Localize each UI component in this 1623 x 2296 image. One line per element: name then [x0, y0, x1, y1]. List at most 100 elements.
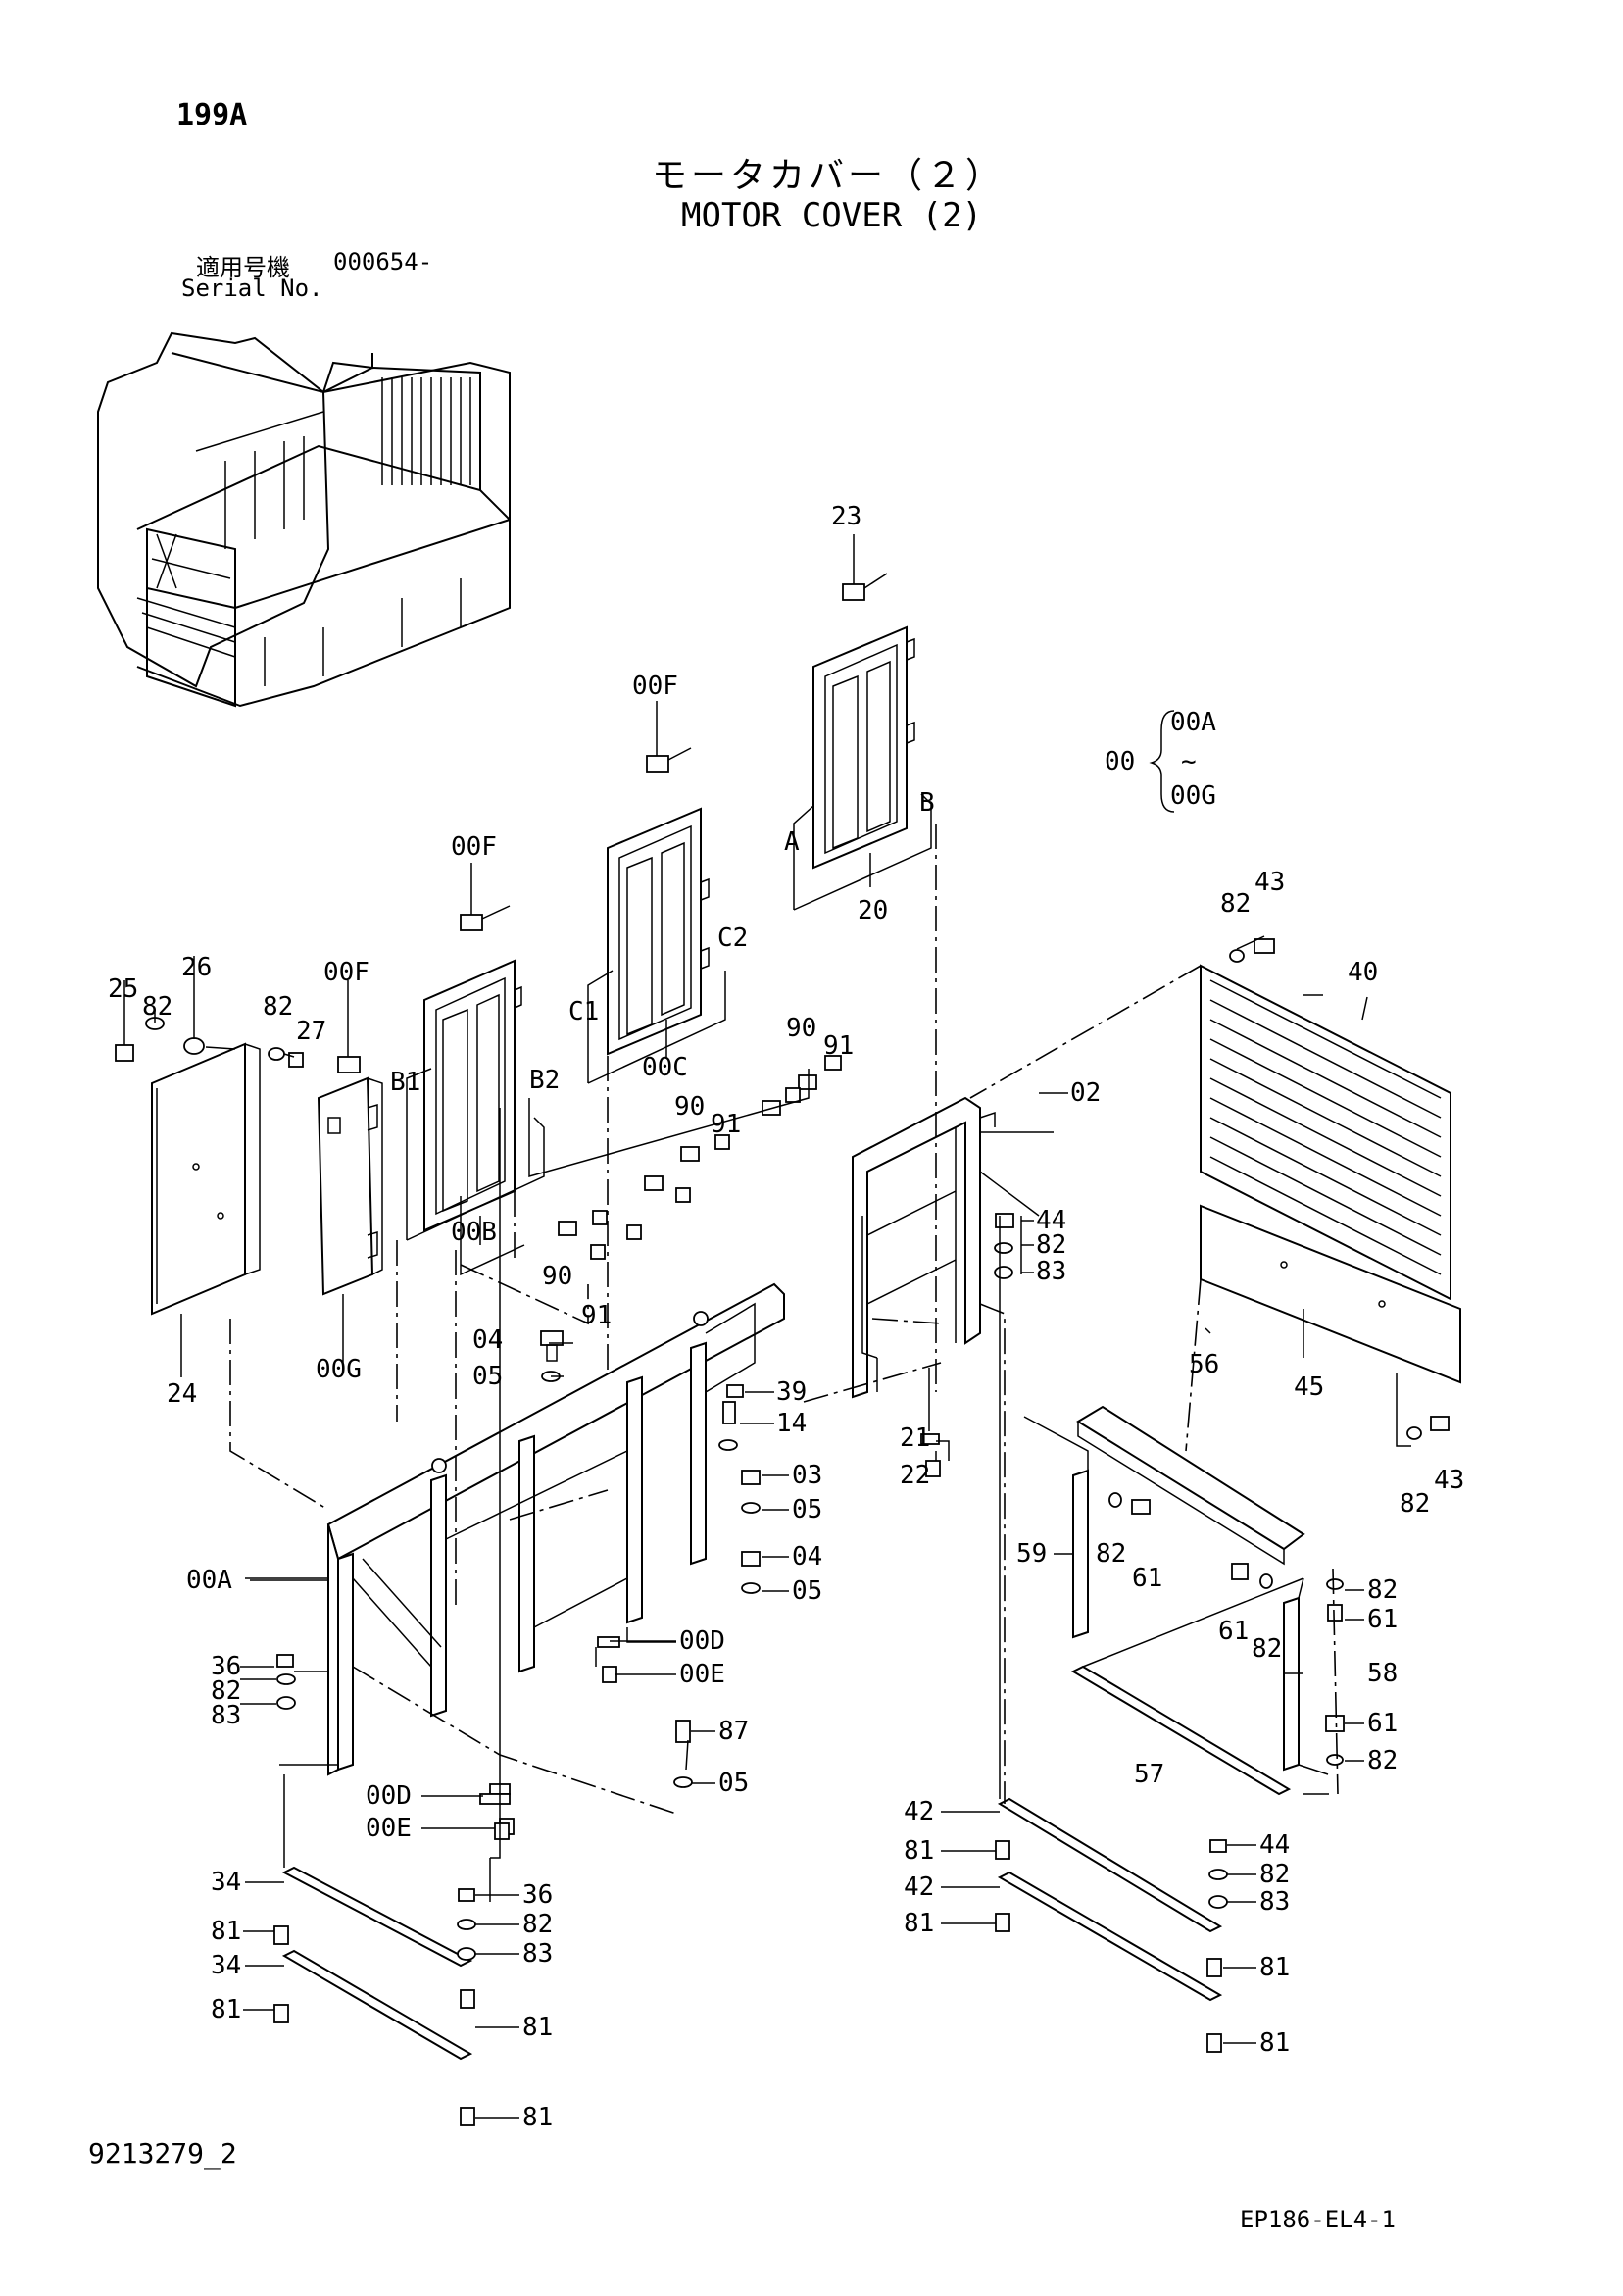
title-english: MOTOR COVER (2) [681, 196, 983, 235]
callout-05-c: 05 [792, 1576, 822, 1606]
callout-B2: B2 [529, 1066, 560, 1095]
ep-code: EP186-EL4-1 [1240, 2206, 1396, 2233]
callout-02: 02 [1070, 1078, 1101, 1108]
callout-91-c: 91 [581, 1301, 612, 1330]
callout-82-h: 82 [1096, 1539, 1126, 1569]
callout-00F-left: 00F [323, 958, 369, 987]
callout-81-a: 81 [211, 1917, 241, 1946]
callout-82-l: 82 [1259, 1860, 1290, 1889]
bar-34-lower [281, 1949, 473, 2061]
callout-21: 21 [900, 1423, 930, 1453]
callout-81-b: 81 [211, 1995, 241, 2024]
callout-leaders [240, 996, 1368, 2119]
callout-25: 25 [108, 974, 138, 1004]
callout-00F-mid: 00F [451, 832, 497, 862]
callout-82-c: 82 [1036, 1230, 1066, 1260]
side-panel-24 [151, 1042, 261, 1316]
frame-02 [852, 1096, 996, 1399]
callout-82-f: 82 [211, 1676, 241, 1706]
serial-label-japanese: 適用号機 [196, 254, 290, 281]
callout-90-a: 90 [786, 1014, 816, 1043]
serial-label-english: Serial No. [181, 275, 323, 302]
callout-00D-b: 00D [366, 1781, 412, 1811]
callout-34-b: 34 [211, 1951, 241, 1980]
serial-number-value: 000654- [333, 248, 433, 275]
grille-40 [1200, 964, 1451, 1301]
callout-82-d: 82 [1220, 889, 1251, 919]
callout-83-a: 83 [1036, 1257, 1066, 1286]
callout-26: 26 [181, 953, 212, 982]
callout-90-b: 90 [674, 1092, 705, 1122]
callout-00E-a: 00E [679, 1660, 725, 1689]
callout-42-b: 42 [904, 1872, 934, 1902]
document-id: 9213279_2 [88, 2137, 237, 2170]
door-panel-00C [607, 807, 710, 1056]
callout-82-b: 82 [263, 992, 293, 1022]
callout-A: A [784, 827, 800, 857]
callout-27: 27 [296, 1017, 326, 1046]
callout-58: 58 [1367, 1659, 1398, 1688]
callout-22: 22 [900, 1461, 930, 1490]
machine-overview-sketch [97, 331, 511, 708]
callout-36-b: 36 [522, 1880, 553, 1910]
callout-05-b: 05 [792, 1495, 822, 1524]
callout-04-b: 04 [792, 1542, 822, 1572]
callout-82-k: 82 [1367, 1746, 1398, 1775]
bar-57 [1070, 1665, 1292, 1796]
callout-24: 24 [167, 1379, 197, 1409]
callout-61-b: 61 [1218, 1617, 1249, 1646]
bracket-45 [1200, 1204, 1461, 1384]
callout-05-a: 05 [472, 1362, 503, 1391]
callout-81-e: 81 [904, 1836, 934, 1866]
callout-C1: C1 [568, 997, 599, 1026]
stay-58 [1283, 1596, 1300, 1772]
callout-87: 87 [718, 1717, 749, 1746]
assembly-label-00: 00 [1105, 747, 1135, 776]
callout-83-d: 83 [1259, 1887, 1290, 1917]
callout-00G: 00G [316, 1355, 362, 1384]
callout-40: 40 [1348, 958, 1378, 987]
callout-81-g: 81 [1259, 1953, 1290, 1982]
callout-14: 14 [776, 1409, 807, 1438]
phantom-lines [229, 824, 1339, 1815]
callout-45: 45 [1294, 1373, 1324, 1402]
bar-34-upper [281, 1866, 473, 1968]
callout-61-d: 61 [1367, 1709, 1398, 1738]
callout-81-c: 81 [522, 2013, 553, 2042]
callout-labels: 23 00F 00F 00F 20 A B C1 C2 00C B1 B2 00… [108, 502, 1464, 2132]
callout-57: 57 [1134, 1760, 1164, 1789]
callout-91-a: 91 [823, 1031, 854, 1061]
callout-91-b: 91 [711, 1110, 741, 1139]
callout-61-a: 61 [1132, 1564, 1162, 1593]
callout-82-j: 82 [1367, 1575, 1398, 1605]
callout-83-b: 83 [211, 1701, 241, 1730]
callout-90-c: 90 [542, 1262, 572, 1291]
door-panel-00B [423, 959, 522, 1232]
title-japanese: モータカバー（２） [652, 156, 1006, 196]
callout-82-g: 82 [522, 1910, 553, 1939]
callout-04-a: 04 [472, 1325, 503, 1355]
callout-81-f: 81 [904, 1909, 934, 1938]
main-frame-00A [326, 1282, 785, 1776]
assembly-label-00A: 00A [1170, 708, 1216, 737]
callout-81-d: 81 [522, 2103, 553, 2132]
callout-82-i: 82 [1252, 1634, 1282, 1664]
assembly-label-00G: 00G [1170, 781, 1216, 811]
callout-56: 56 [1189, 1350, 1219, 1379]
callout-59: 59 [1016, 1539, 1047, 1569]
assembly-bracket: 00 00A ~ 00G [1105, 708, 1216, 813]
bar-42-upper [997, 1797, 1223, 1933]
callout-43-b: 43 [1434, 1466, 1464, 1495]
callout-00E-b: 00E [366, 1814, 412, 1843]
callout-B1: B1 [390, 1068, 420, 1097]
callout-43-a: 43 [1254, 868, 1285, 897]
callout-39: 39 [776, 1377, 807, 1407]
bar-42-lower [997, 1871, 1223, 2002]
callout-83-c: 83 [522, 1939, 553, 1969]
callout-00D-a: 00D [679, 1626, 725, 1656]
plate-56 [1076, 1405, 1305, 1566]
callout-82-a: 82 [142, 992, 172, 1022]
callout-44-b: 44 [1259, 1830, 1290, 1860]
callout-00C: 00C [642, 1053, 688, 1082]
callout-61-c: 61 [1367, 1605, 1398, 1634]
